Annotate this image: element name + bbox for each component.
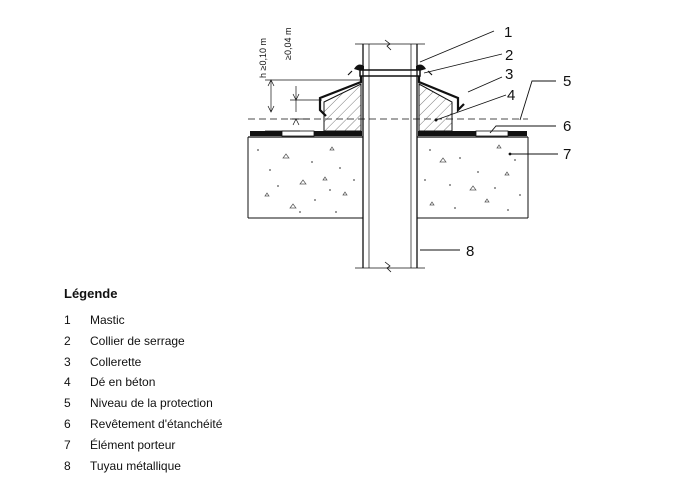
- legend-item: 6 Revêtement d'étanchéité: [64, 414, 222, 435]
- legend-item-number: 8: [64, 458, 71, 473]
- legend-item-label: Revêtement d'étanchéité: [90, 416, 223, 431]
- slab: [247, 136, 529, 219]
- clamp-band: [359, 69, 421, 77]
- callout-2: 2: [505, 47, 513, 64]
- dimension-min: ≥0,04 m: [283, 28, 293, 60]
- callout-7: 7: [563, 146, 571, 163]
- legend-item-label: Tuyau métallique: [90, 458, 181, 473]
- leader-lines: [419, 30, 558, 251]
- legend-title: Légende: [64, 286, 118, 301]
- legend: Légende 1 Mastic 2 Collier de serrage 3 …: [64, 286, 222, 477]
- legend-item: 3 Collerette: [64, 352, 141, 373]
- legend-item-label: Dé en béton: [90, 375, 156, 390]
- legend-item-number: 6: [64, 416, 71, 431]
- metal-pipe: [355, 39, 425, 273]
- legend-item-label: Mastic: [90, 313, 125, 327]
- legend-item: 5 Niveau de la protection: [64, 393, 213, 414]
- legend-item: 8 Tuyau métallique: [64, 456, 181, 477]
- callout-5: 5: [563, 73, 571, 90]
- legend-item-number: 4: [64, 375, 71, 390]
- collar: [318, 76, 465, 117]
- legend-item: 7 Élément porteur: [64, 435, 175, 456]
- callout-3: 3: [505, 66, 513, 83]
- legend-item: 1 Mastic: [64, 310, 125, 331]
- pipe-penetration-diagram: h ≥0,10 m ≥0,04 m 1 2 3 4 5 6 7 8: [247, 24, 571, 273]
- legend-item-number: 7: [64, 437, 71, 452]
- callout-1: 1: [504, 24, 512, 41]
- concrete-block: [323, 83, 453, 132]
- legend-item: 2 Collier de serrage: [64, 331, 185, 352]
- legend-item-label: Niveau de la protection: [90, 396, 213, 411]
- legend-item-number: 2: [64, 333, 71, 348]
- legend-item-number: 5: [64, 396, 71, 411]
- dimension-h: h ≥0,10 m: [258, 38, 268, 78]
- legend-item-number: 1: [64, 313, 71, 327]
- legend-item-label: Collier de serrage: [90, 333, 185, 348]
- legend-item-number: 3: [64, 354, 71, 369]
- callout-8: 8: [466, 243, 474, 260]
- callout-6: 6: [563, 118, 571, 135]
- dimension-lines: [265, 79, 360, 132]
- waterproofing-membrane: [250, 130, 527, 137]
- legend-item-label: Élément porteur: [90, 437, 176, 452]
- legend-item-label: Collerette: [90, 354, 142, 369]
- callout-4: 4: [507, 87, 515, 104]
- legend-item: 4 Dé en béton: [64, 372, 155, 393]
